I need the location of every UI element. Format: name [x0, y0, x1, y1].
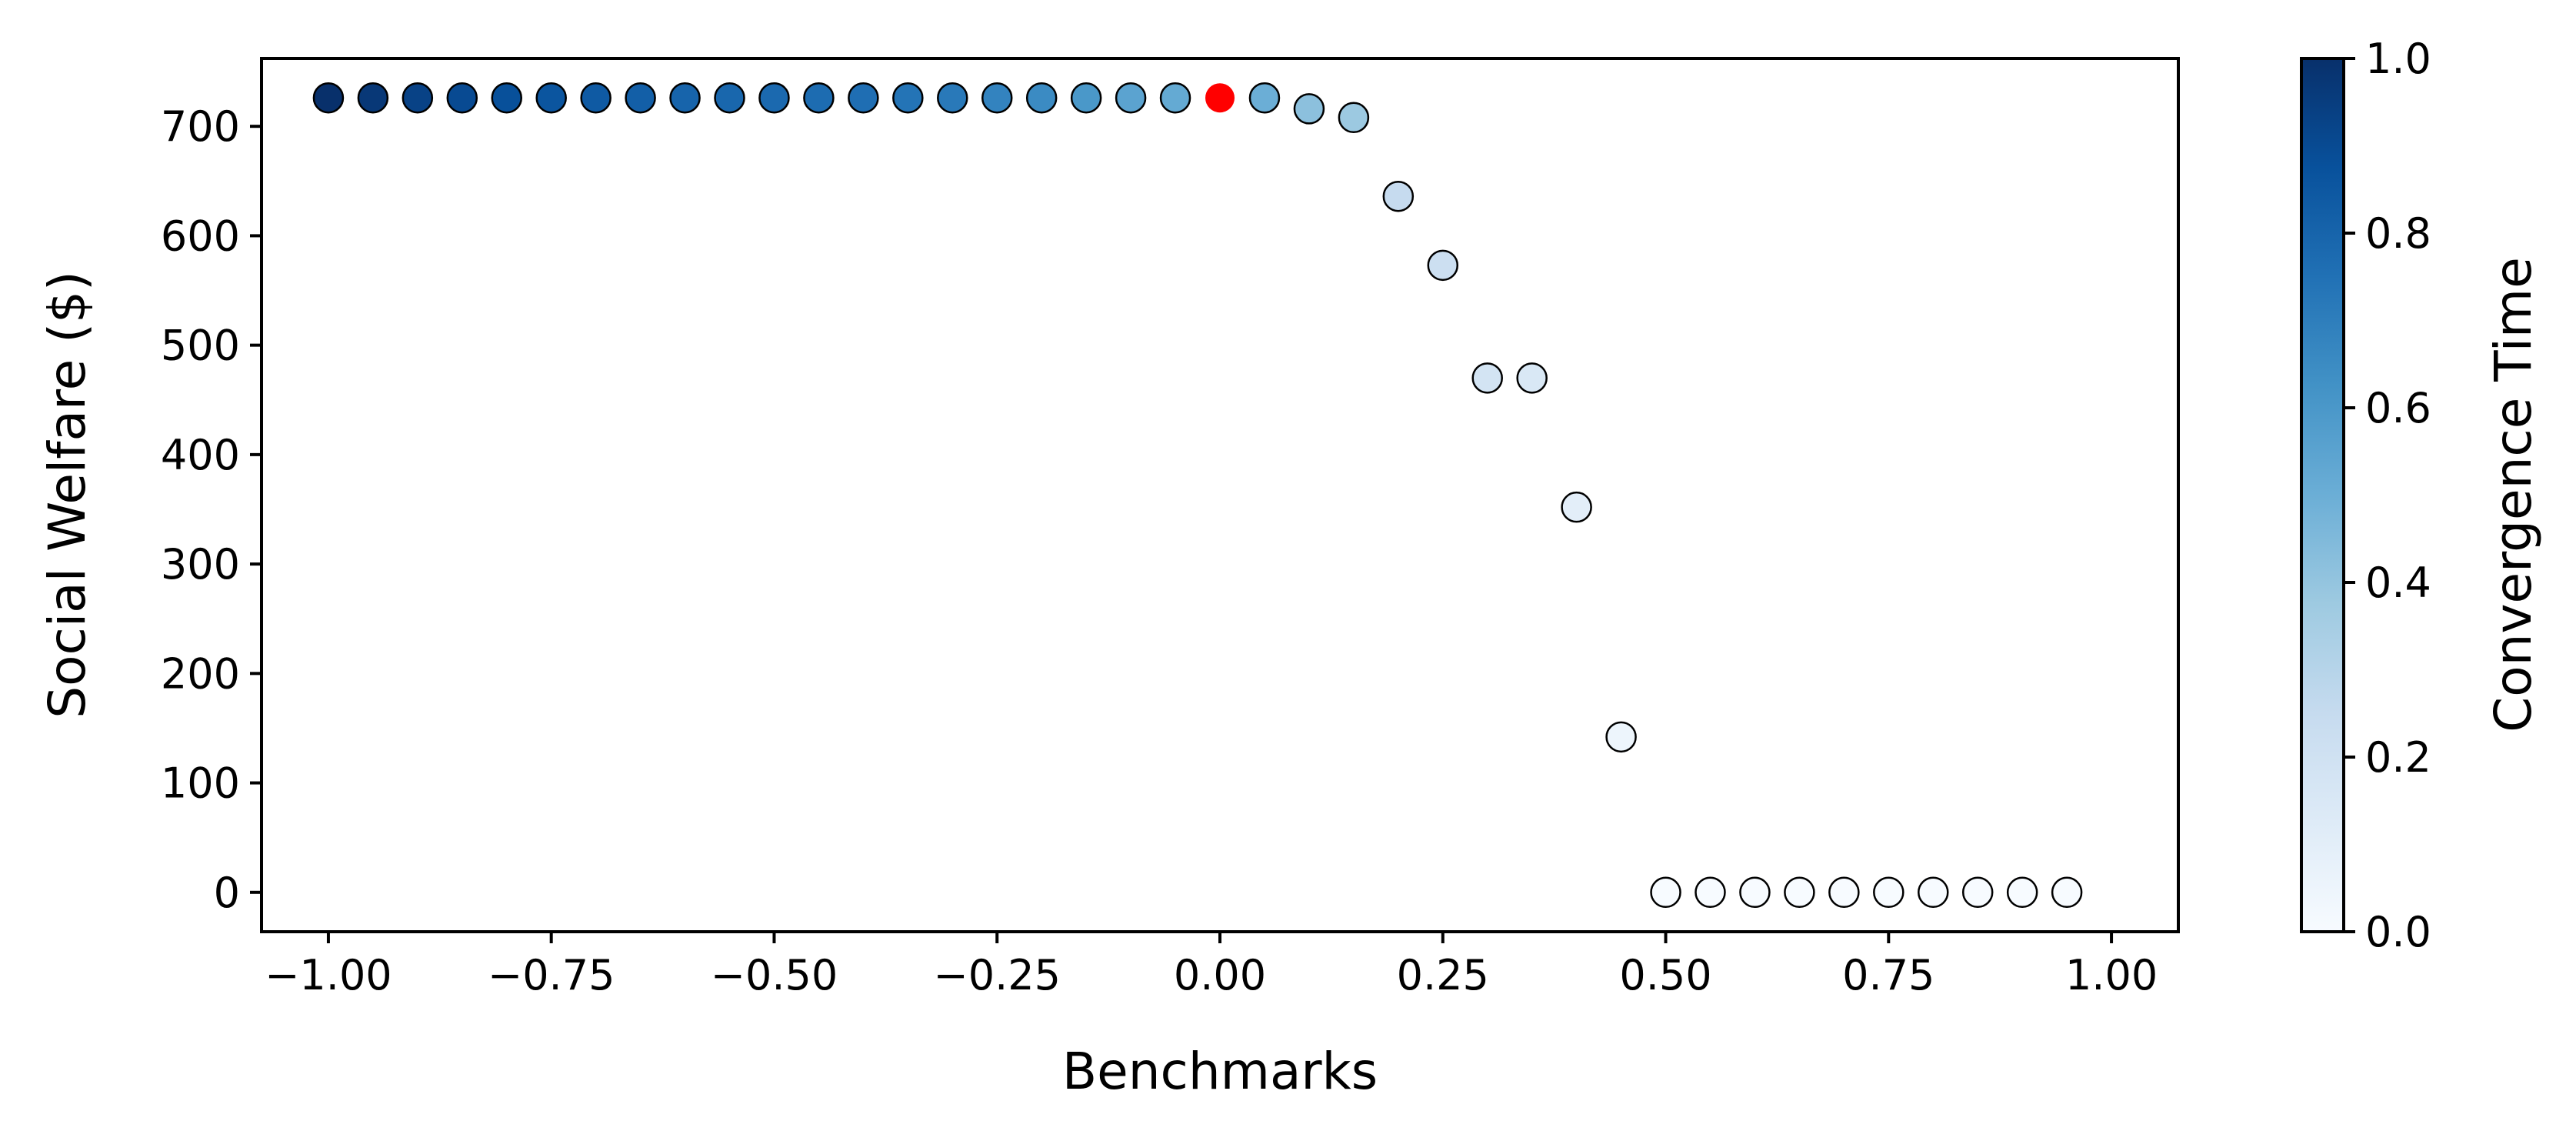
y-axis-label: Social Welfare ($) — [38, 271, 97, 718]
data-point — [714, 82, 745, 114]
data-point — [1828, 876, 1860, 909]
x-axis: −1.00 −0.75 −0.50 −0.25 0.00 0.25 0.50 0.75 1.00 — [265, 932, 2158, 999]
data-point — [312, 82, 345, 114]
data-point — [937, 82, 968, 114]
data-point — [1739, 876, 1771, 909]
x-tick-label: −0.75 — [488, 951, 615, 999]
x-tick-label: −0.50 — [711, 951, 838, 999]
data-point — [1427, 249, 1459, 282]
y-tick-label: 100 — [161, 759, 240, 808]
colorbar-tick-label: 0.8 — [2365, 209, 2431, 258]
data-point — [2006, 876, 2038, 909]
data-point — [1070, 82, 1102, 114]
x-axis-label: Benchmarks — [1062, 1042, 1378, 1101]
data-point — [625, 82, 656, 114]
data-point — [535, 82, 567, 114]
colorbar-tick-label: 0.6 — [2365, 384, 2431, 432]
highlight-point — [1205, 83, 1235, 113]
data-point — [1605, 721, 1637, 753]
colorbar-ticks: 0.0 0.2 0.4 0.6 0.8 1.0 — [2344, 35, 2431, 956]
x-tick-label: −1.00 — [265, 951, 392, 999]
data-point — [803, 82, 835, 114]
data-point — [446, 82, 478, 114]
data-point — [491, 82, 522, 114]
colorbar-tick-label: 0.2 — [2365, 733, 2431, 782]
data-point — [2051, 876, 2083, 909]
data-point — [1784, 876, 1815, 909]
data-point — [1650, 876, 1681, 909]
data-point — [1873, 876, 1905, 909]
data-point — [1695, 876, 1726, 909]
data-point — [1516, 362, 1548, 394]
x-tick-label: 0.50 — [1619, 951, 1711, 999]
y-tick-label: 0 — [214, 869, 240, 917]
x-tick-label: 0.75 — [1842, 951, 1934, 999]
data-point — [1561, 491, 1592, 523]
data-points — [312, 82, 2083, 909]
colorbar-tick-label: 1.0 — [2365, 35, 2431, 83]
x-tick-label: 0.00 — [1174, 951, 1266, 999]
colorbar-label: Convergence Time — [2484, 257, 2543, 732]
data-point — [1025, 82, 1058, 114]
data-point — [848, 82, 879, 114]
data-point — [758, 82, 790, 114]
plot-frame — [260, 57, 2180, 933]
data-point — [580, 82, 612, 114]
data-point — [669, 82, 701, 114]
y-tick-label: 400 — [161, 431, 240, 479]
y-axis: 0 100 200 300 400 500 600 700 — [161, 102, 262, 917]
data-point — [981, 82, 1013, 114]
y-tick-label: 200 — [161, 649, 240, 698]
y-tick-label: 600 — [161, 212, 240, 260]
data-point — [1248, 82, 1281, 114]
data-point — [892, 82, 924, 114]
plot-area — [260, 57, 2180, 933]
y-tick-label: 300 — [161, 540, 240, 589]
colorbar: 0.0 0.2 0.4 0.6 0.8 1.0 Convergence Time — [2300, 35, 2543, 956]
x-tick-label: −0.25 — [933, 951, 1060, 999]
data-point — [1115, 82, 1147, 114]
colorbar-gradient — [2300, 57, 2345, 933]
data-point — [1338, 102, 1370, 134]
data-point — [1918, 876, 1949, 909]
x-tick-label: 0.25 — [1397, 951, 1489, 999]
colorbar-tick-label: 0.0 — [2365, 908, 2431, 956]
colorbar-tick-label: 0.4 — [2365, 559, 2431, 607]
x-tick-label: 1.00 — [2065, 951, 2158, 999]
y-tick-label: 700 — [161, 102, 240, 151]
data-point — [1382, 180, 1415, 212]
data-point — [1159, 82, 1191, 114]
data-point — [357, 82, 389, 114]
data-point — [1293, 93, 1325, 125]
data-point — [402, 82, 434, 114]
y-tick-label: 500 — [161, 322, 240, 370]
data-point — [1471, 362, 1503, 394]
data-point — [1961, 876, 1994, 909]
